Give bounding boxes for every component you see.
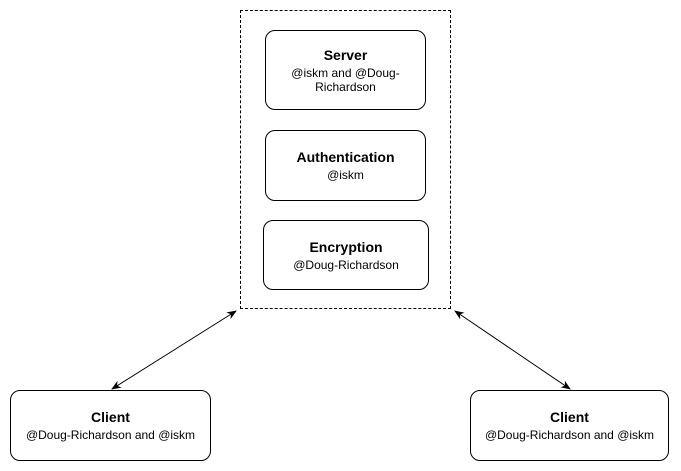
client-right-title: Client — [550, 409, 589, 425]
encryption-node: Encryption @Doug-Richardson — [263, 220, 429, 290]
server-subtitle: @iskm and @Doug-Richardson — [291, 66, 400, 94]
client-left-title: Client — [91, 409, 130, 425]
server-node: Server @iskm and @Doug-Richardson — [265, 30, 426, 110]
client-left-subtitle: @Doug-Richardson and @iskm — [25, 428, 196, 442]
client-right-subtitle: @Doug-Richardson and @iskm — [484, 428, 655, 442]
server-title: Server — [323, 47, 368, 63]
server-group-container — [240, 10, 451, 309]
encryption-subtitle: @Doug-Richardson — [293, 257, 399, 272]
client-right-node: Client @Doug-Richardson and @iskm — [470, 390, 669, 461]
client-left-node: Client @Doug-Richardson and @iskm — [10, 390, 211, 461]
edge-client-right-to-server-group — [454, 310, 571, 390]
authentication-node: Authentication @iskm — [265, 130, 426, 201]
encryption-title: Encryption — [309, 238, 383, 255]
edge-client-left-to-server-group — [111, 310, 237, 390]
authentication-subtitle: @iskm — [327, 168, 364, 182]
authentication-title: Authentication — [296, 149, 395, 165]
